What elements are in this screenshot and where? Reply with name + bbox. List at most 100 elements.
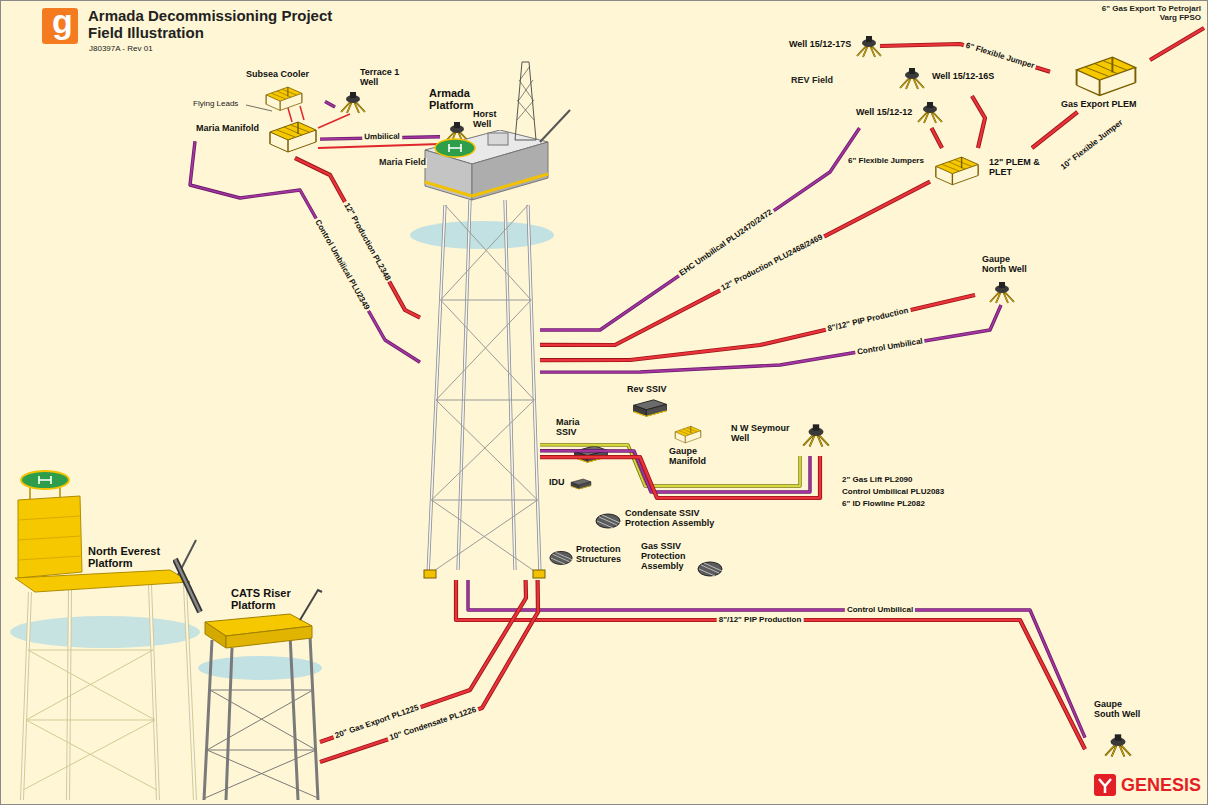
structure-label: Condensate SSIV Protection Assembly	[624, 509, 724, 529]
maria-field-structures-part	[270, 122, 316, 152]
structure-label: Maria Manifold	[195, 124, 260, 134]
structure-node: CATS Riser Platform	[200, 565, 320, 800]
pipeline-outline	[932, 128, 943, 148]
pipeline-outline	[190, 141, 420, 362]
north-everest-platform-drawing-part	[15, 570, 190, 592]
structure-node: Gas Export PLEM	[1050, 50, 1160, 112]
pipeline-outline	[540, 182, 930, 345]
pipeline-connector	[468, 580, 1085, 738]
armada-platform-drawing-part	[428, 200, 540, 575]
pipeline-outline	[540, 295, 975, 360]
north-everest-platform-drawing-part	[22, 584, 195, 800]
gaupe-and-ssiv-structures-part	[1105, 734, 1131, 756]
pipeline-outline	[456, 580, 1085, 749]
cats-riser-platform-drawing-part	[226, 626, 312, 648]
rev-field-structures-part	[900, 68, 924, 89]
armada-platform-drawing-part	[435, 139, 475, 157]
rev-field-structures-part	[936, 157, 978, 185]
structure-label: 12" PLEM & PLET	[988, 158, 1042, 178]
armada-platform-drawing-part	[488, 133, 508, 145]
cats-riser-platform-drawing-part	[205, 690, 318, 798]
pipeline-connector	[540, 295, 975, 360]
diagram-title: Armada Decommissioning Project Field Ill…	[88, 8, 363, 41]
pipeline-connector	[320, 580, 526, 742]
armada-platform-drawing-part	[424, 570, 436, 578]
armada-platform-drawing-part	[449, 144, 461, 152]
pipeline-label: 10" Flexible Jumper	[1057, 116, 1126, 173]
armada-platform-drawing-part	[428, 200, 540, 575]
armada-platform-drawing	[410, 62, 570, 578]
structure-node: Gaupe South Well	[1085, 700, 1150, 758]
maria-field-structures-part	[318, 114, 350, 128]
pipeline-line	[295, 158, 420, 318]
structure-label: Gaupe North Well	[981, 255, 1035, 275]
pipeline-outline	[540, 305, 1001, 372]
north-everest-platform-drawing-part	[21, 471, 69, 489]
maria-field-structures-part	[318, 144, 440, 148]
pipeline-line	[932, 128, 943, 148]
rev-field-structures-part	[1077, 57, 1136, 95]
structure-label: Well 15/12-16S	[931, 72, 995, 82]
structure-node: North Everest Platform	[15, 470, 175, 800]
rev-field-structures-part	[918, 102, 942, 123]
pipeline-label: 2" Gas Lift PL2090	[840, 475, 915, 485]
structure-node: Condensate SSIV Protection Assembly	[590, 506, 726, 536]
structure-node: Terrace 1 Well	[335, 68, 405, 120]
structure-label: Gaupe Manifold	[668, 447, 714, 467]
pipeline-line	[190, 141, 420, 362]
armada-platform-drawing-part	[515, 62, 536, 140]
structure-label: Protection Structures	[575, 545, 629, 565]
annotation-label: 6" Gas Export To Petrojarl Varg FPSO	[1100, 5, 1202, 23]
pipeline-line	[540, 295, 975, 360]
structure-node: Well 15/12-12	[855, 98, 945, 128]
structure-label: Gas SSIV Protection Assembly	[640, 542, 694, 572]
structure-node: Well 15/12-17S	[788, 30, 880, 62]
annotation-label: REV Field	[790, 76, 834, 86]
structure-label: N W Seymour Well	[730, 424, 794, 444]
pipeline-label: 8"/12" PIP Production	[717, 615, 804, 625]
north-everest-platform-drawing-part	[22, 584, 195, 800]
gaupe-and-ssiv-structures-part	[634, 400, 667, 416]
structure-node: Maria SSIV	[555, 418, 612, 466]
maria-field-structures-part	[246, 105, 272, 111]
genesis-logo-mark-part	[1094, 774, 1116, 796]
structure-node: Rev SSIV	[620, 385, 678, 419]
pipeline-connector	[540, 182, 930, 345]
armada-platform-drawing-part	[410, 221, 554, 249]
structure-label: Well 15/12-17S	[788, 40, 852, 50]
structure-label: Armada Platform	[428, 87, 492, 111]
structure-node: Well 15/12-16S	[895, 64, 1005, 96]
pipeline-connector	[932, 128, 943, 148]
structure-node: Gaupe Manifold	[660, 425, 720, 478]
armada-platform-drawing-part	[540, 110, 570, 142]
pipeline-line	[468, 580, 1085, 738]
gaupe-and-ssiv-structures-part	[675, 426, 701, 443]
pipeline-label: Control Umbilical	[855, 336, 926, 357]
annotation-label: Flying Leads	[192, 100, 239, 109]
pipeline-outline	[325, 102, 335, 108]
armada-platform-drawing-part	[425, 182, 472, 196]
annotation-label: g	[51, 4, 74, 38]
genesis-logo-mark	[1094, 774, 1116, 796]
structure-label: Horst Well	[472, 110, 504, 130]
pipeline-outline	[295, 158, 420, 318]
pipeline-connector	[175, 559, 200, 612]
pipeline-line	[540, 305, 1001, 372]
rev-field-structures-part	[857, 36, 881, 57]
pipeline-label: 6" ID Flowline PL2082	[840, 499, 927, 509]
armada-platform-drawing-part	[517, 66, 534, 120]
armada-platform-drawing-part	[428, 205, 540, 575]
pipeline-outline	[320, 580, 538, 762]
pipeline-outline	[1032, 112, 1078, 148]
structure-label: Gas Export PLEM	[1060, 100, 1138, 110]
pipeline-line	[972, 96, 985, 148]
north-everest-platform-drawing-part	[18, 496, 82, 578]
structure-label: North Everest Platform	[87, 545, 173, 569]
pipeline-outline	[972, 96, 985, 148]
cats-riser-platform-drawing-part	[205, 622, 226, 648]
gaupe-and-ssiv-structures-part	[803, 424, 829, 446]
north-everest-platform-drawing-part	[39, 476, 51, 484]
structure-label: CATS Riser Platform	[230, 587, 302, 611]
